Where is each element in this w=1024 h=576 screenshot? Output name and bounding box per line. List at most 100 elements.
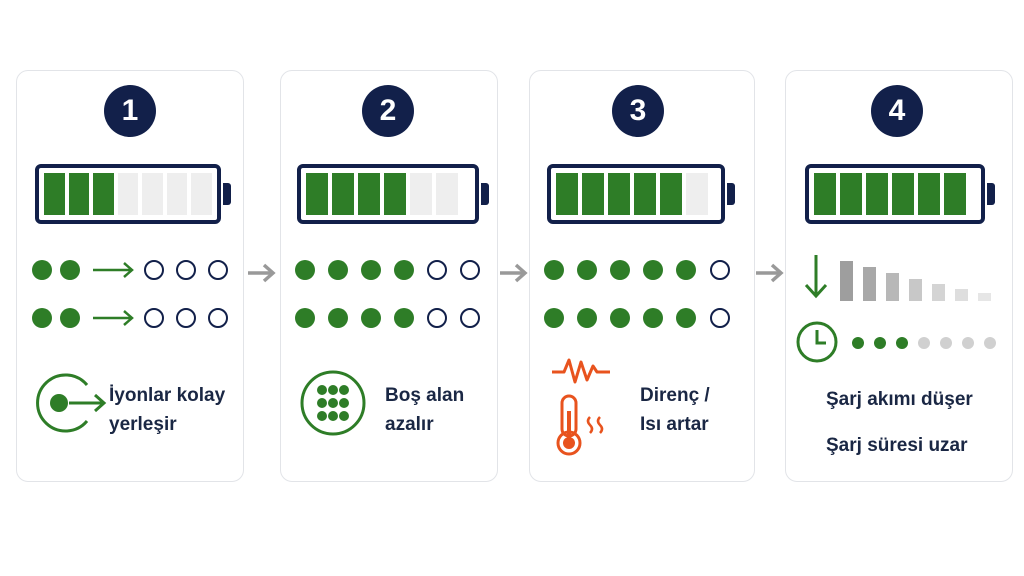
empty-slot: [460, 260, 480, 280]
ion-dot: [577, 308, 597, 328]
empty-slot: [710, 260, 730, 280]
step-label-line: yerleşir: [109, 414, 177, 435]
step-label: Şarj süresi uzar: [826, 431, 968, 460]
empty-slot: [427, 260, 447, 280]
battery-segment-empty: [191, 173, 213, 215]
battery-segment-filled: [634, 173, 656, 215]
ion-dot: [295, 308, 315, 328]
empty-slot: [208, 308, 228, 328]
ion-dot: [32, 308, 52, 328]
empty-slot: [144, 260, 164, 280]
step-number-badge: 3: [612, 85, 664, 137]
ion-dot: [577, 260, 597, 280]
ion-dot: [295, 260, 315, 280]
battery-segment-filled: [358, 173, 380, 215]
arrow-right-icon: [93, 310, 134, 326]
step-label-line: Direnç /: [640, 385, 710, 406]
battery-segment-filled: [944, 173, 966, 215]
battery-segment-filled: [306, 173, 328, 215]
battery-segment-filled: [918, 173, 940, 215]
ion-dot: [60, 308, 80, 328]
step-label-line: Isı artar: [640, 414, 709, 435]
empty-slot: [144, 308, 164, 328]
battery-segment-filled: [608, 173, 630, 215]
ion-dot: [610, 308, 630, 328]
resistance-icon: [552, 358, 610, 384]
step-number-badge: 4: [871, 85, 923, 137]
ion-dot: [676, 308, 696, 328]
progress-dots-icon: [852, 337, 996, 349]
ion-dot: [544, 260, 564, 280]
empty-slot: [176, 308, 196, 328]
step-number-badge: 1: [104, 85, 156, 137]
ion-dot: [328, 308, 348, 328]
step-label-line: azalır: [385, 414, 434, 435]
battery-segment-empty: [410, 173, 432, 215]
battery-segment-filled: [384, 173, 406, 215]
flow-arrow-icon: [500, 263, 528, 283]
thermometer-icon: [556, 394, 604, 456]
ion-dot: [394, 260, 414, 280]
step-label: Boş alan azalır: [385, 381, 464, 439]
ion-dot: [610, 260, 630, 280]
battery-segment-empty: [166, 173, 188, 215]
battery-segment-filled: [68, 173, 90, 215]
step-label: Direnç / Isı artar: [640, 381, 710, 439]
battery-segment-filled: [840, 173, 862, 215]
battery-terminal: [481, 183, 489, 205]
step-label-line: Şarj süresi uzar: [826, 435, 968, 456]
ion-dot: [544, 308, 564, 328]
battery-segment-filled: [582, 173, 604, 215]
ion-dot: [643, 308, 663, 328]
battery-terminal: [987, 183, 995, 205]
ion-dot: [32, 260, 52, 280]
battery-segment-filled: [93, 173, 114, 215]
battery-segment-filled: [44, 173, 65, 215]
ion-dot: [361, 308, 381, 328]
flow-arrow-icon: [248, 263, 276, 283]
battery-segment-empty: [142, 173, 163, 215]
battery-terminal: [727, 183, 735, 205]
empty-slot: [460, 308, 480, 328]
step-panel-2: 2 Boş alan azalır: [280, 70, 498, 482]
step-panel-3: 3 Direnç / Isı artar: [529, 70, 755, 482]
battery-terminal: [223, 183, 231, 205]
battery-segment-filled: [866, 173, 888, 215]
empty-slot: [208, 260, 228, 280]
battery-icon: [35, 164, 231, 224]
step-label: İyonlar kolay yerleşir: [109, 381, 225, 439]
step-label: Şarj akımı düşer: [826, 385, 973, 414]
ion-dot: [328, 260, 348, 280]
battery-segment-filled: [556, 173, 578, 215]
battery-segment-filled: [332, 173, 354, 215]
clock-icon: [796, 321, 838, 363]
arrow-right-icon: [93, 262, 134, 278]
ion-dot: [676, 260, 696, 280]
battery-segment-filled: [660, 173, 682, 215]
ion-insertion-icon: [36, 373, 107, 433]
grid-dots-icon: [300, 370, 366, 436]
step-number-badge: 2: [362, 85, 414, 137]
battery-segment-empty: [117, 173, 139, 215]
battery-icon: [297, 164, 489, 224]
step-label-line: Boş alan: [385, 385, 465, 406]
ion-dot: [394, 308, 414, 328]
battery-segment-filled: [892, 173, 914, 215]
battery-segment-filled: [814, 173, 836, 215]
step-label-line: Şarj akımı düşer: [826, 389, 973, 410]
battery-icon: [805, 164, 995, 224]
empty-slot: [427, 308, 447, 328]
ion-dot: [643, 260, 663, 280]
battery-segment-empty: [436, 173, 458, 215]
step-label-line: İyonlar kolay: [109, 385, 226, 406]
ion-dot: [361, 260, 381, 280]
step-panel-4: 4 Şarj akımı düşer: [785, 70, 1013, 482]
arrow-down-icon: [804, 255, 828, 299]
ion-dot: [60, 260, 80, 280]
current-bars-icon: [840, 261, 991, 301]
battery-segment-empty: [686, 173, 708, 215]
step-panel-1: 1 İyonlar kolay yerleşir: [16, 70, 244, 482]
empty-slot: [710, 308, 730, 328]
empty-slot: [176, 260, 196, 280]
flow-arrow-icon: [756, 263, 784, 283]
